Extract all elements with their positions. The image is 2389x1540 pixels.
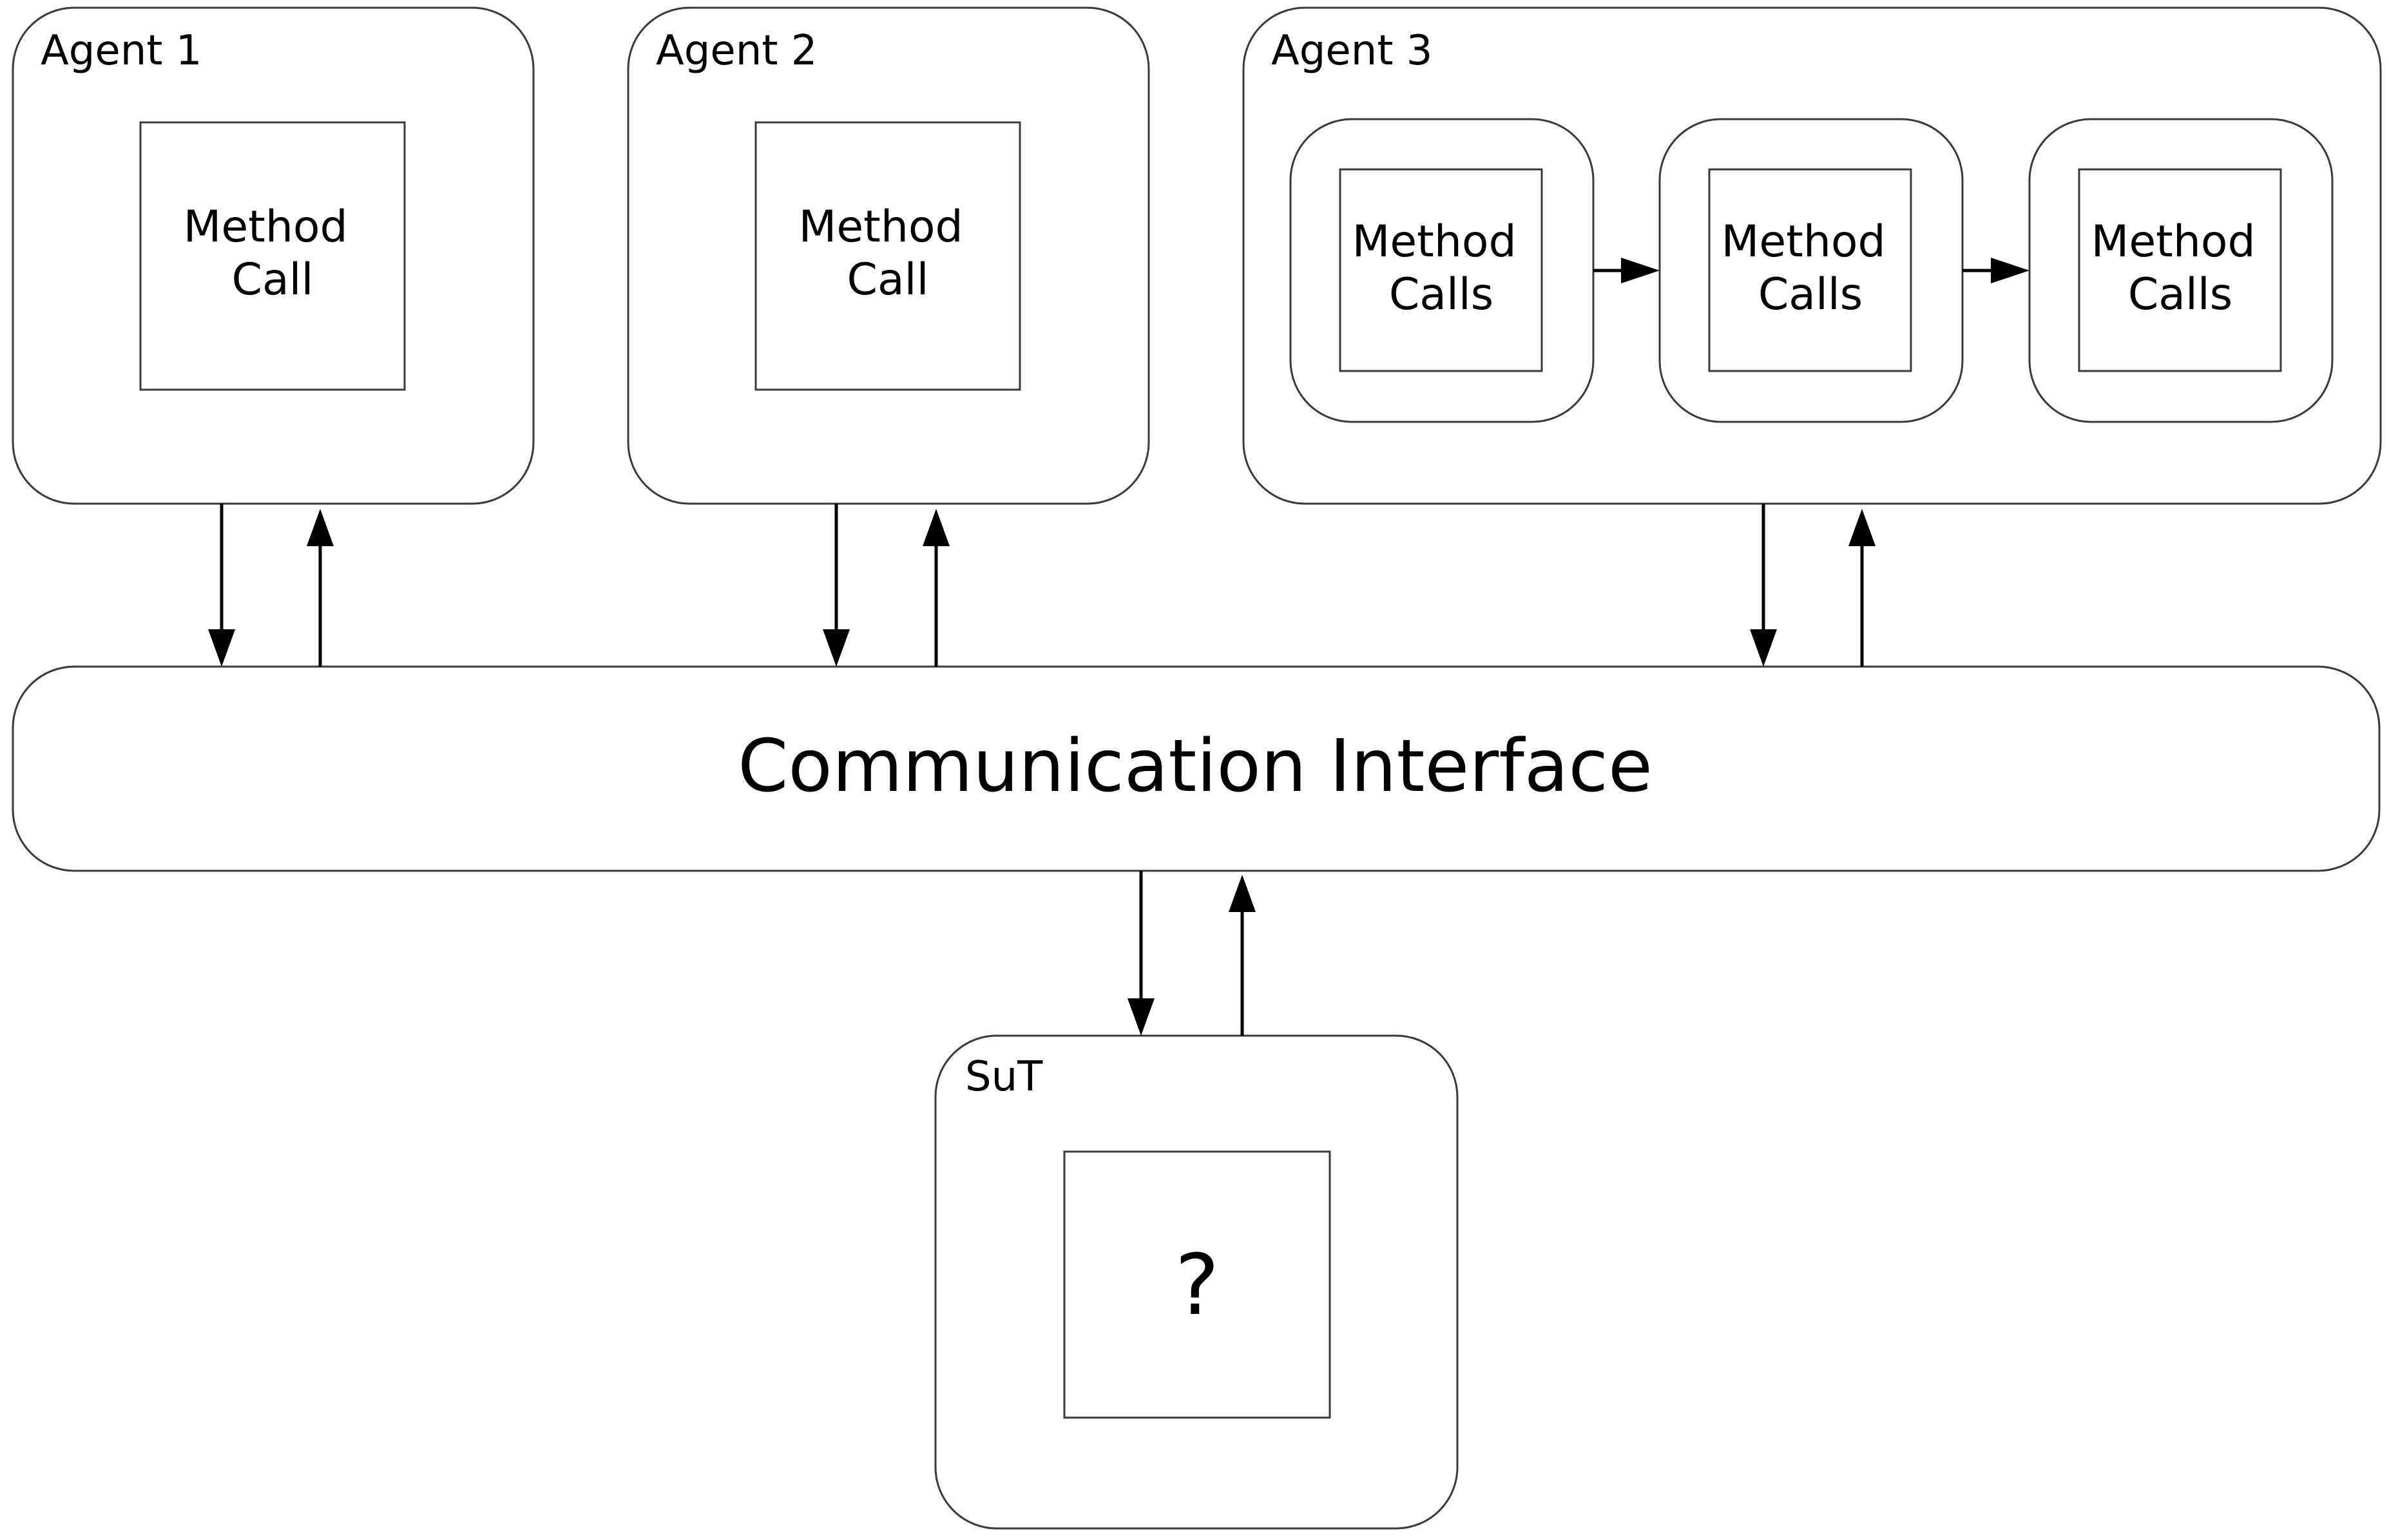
agent-3-up-arrow [1848, 509, 1876, 667]
agent-3-chain-arrow-2 [1962, 258, 2029, 283]
agent-3-method-box-3 [2078, 168, 2282, 372]
agent-3: Agent 3 Method Calls Method Calls Method… [1242, 6, 2382, 505]
agent-1-method-label: Method Call [184, 202, 362, 305]
agent-1-down-arrow-head [208, 629, 235, 667]
agent-1: Agent 1 Method Call [12, 6, 535, 505]
agent-2-title: Agent 2 [656, 27, 818, 75]
agent-1-up-arrow [307, 509, 334, 667]
agent-3-method-label-1: Method Calls [1352, 216, 1531, 320]
agent-3-method-box-1 [1339, 168, 1543, 372]
sut-title: SuT [965, 1053, 1043, 1101]
communication-interface-box [12, 665, 2381, 872]
agent-3-title: Agent 3 [1271, 27, 1433, 75]
sut-down-arrow-head [1127, 998, 1155, 1036]
agent-3-up-arrow-head [1848, 509, 1876, 546]
agent-2: Agent 2 Method Call [627, 6, 1150, 505]
agent-1-method-box [139, 121, 406, 391]
sut-content-label: ? [1175, 1236, 1220, 1334]
agent-3-down-arrow-head [1750, 629, 1777, 667]
agent-2-down-arrow-head [823, 629, 850, 667]
sut-up-arrow [1229, 875, 1256, 1036]
agent-2-method-label: Method Call [799, 202, 977, 305]
agent-1-down-arrow [208, 504, 235, 667]
agent-2-method-box [754, 121, 1021, 391]
agent-1-title: Agent 1 [41, 27, 202, 75]
agent-2-up-arrow [923, 509, 950, 667]
sut-up-arrow-head [1229, 875, 1256, 912]
agent-3-method-label-2: Method Calls [1722, 216, 1900, 320]
agent-3-method-label-3: Method Calls [2091, 216, 2270, 320]
sut-down-arrow [1127, 871, 1155, 1036]
arrows [208, 258, 2029, 1036]
sut: SuT ? [934, 1034, 1459, 1530]
agent-3-method-box-2 [1708, 168, 1912, 372]
agent-3-chain-arrow-1 [1593, 258, 1660, 283]
agent-3-chain-arrow-1-head [1621, 258, 1660, 283]
agent-2-down-arrow [823, 504, 850, 667]
agent-2-up-arrow-head [923, 509, 950, 546]
sut-content-box [1063, 1150, 1331, 1419]
communication-interface: Communication Interface [12, 665, 2381, 872]
communication-interface-label: Communication Interface [738, 725, 1653, 808]
agent-3-chain-arrow-2-head [1991, 258, 2029, 283]
agent-3-down-arrow [1750, 504, 1777, 667]
agent-1-up-arrow-head [307, 509, 334, 546]
